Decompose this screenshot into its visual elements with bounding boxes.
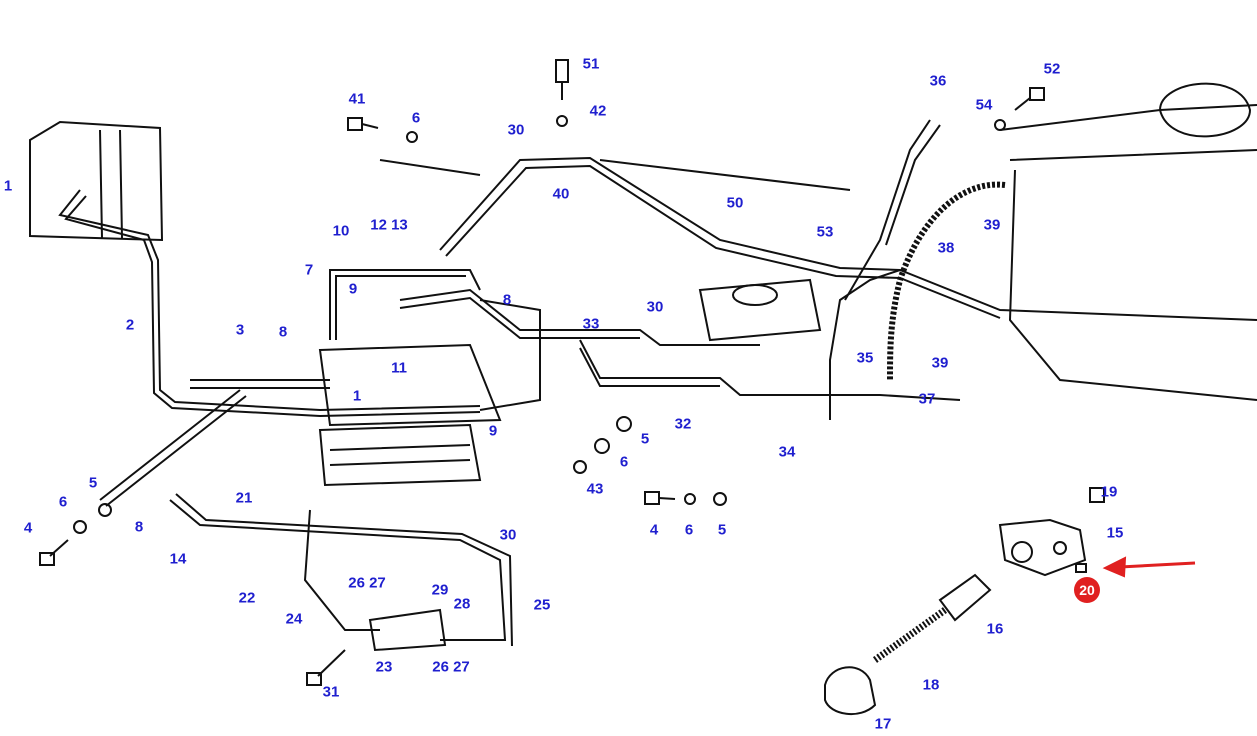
engine-outline bbox=[379, 82, 1257, 401]
bolts bbox=[39, 59, 1045, 686]
part-number-label[interactable]: 39 bbox=[983, 216, 1001, 234]
part-number-label[interactable]: 36 bbox=[929, 72, 947, 90]
part-number-label[interactable]: 54 bbox=[975, 96, 993, 114]
part-number-label[interactable]: 37 bbox=[918, 390, 936, 408]
part-number-label[interactable]: 34 bbox=[778, 443, 796, 461]
part-number-label[interactable]: 5 bbox=[88, 474, 98, 492]
part-number-label[interactable]: 1 bbox=[352, 387, 362, 405]
part-number-label[interactable]: 12 13 bbox=[370, 216, 408, 234]
part-number-label[interactable]: 18 bbox=[922, 676, 940, 694]
part-number-label[interactable]: 30 bbox=[646, 298, 664, 316]
part-number-label[interactable]: 8 bbox=[134, 518, 144, 536]
part-number-label[interactable]: 1 bbox=[3, 177, 13, 195]
pointer-arrow bbox=[1119, 561, 1196, 569]
pipe-2 bbox=[58, 189, 481, 418]
part-number-label[interactable]: 33 bbox=[582, 315, 600, 333]
part-number-label[interactable]: 30 bbox=[507, 121, 525, 139]
part-number-label[interactable]: 5 bbox=[717, 521, 727, 539]
part-number-label[interactable]: 4 bbox=[649, 521, 659, 539]
part-number-label[interactable]: 29 bbox=[431, 581, 449, 599]
part-number-label[interactable]: 31 bbox=[322, 683, 340, 701]
part-number-label[interactable]: 5 bbox=[640, 430, 650, 448]
part-number-label[interactable]: 23 bbox=[375, 658, 393, 676]
part-number-label[interactable]: 14 bbox=[169, 550, 187, 568]
part-number-label[interactable]: 22 bbox=[238, 589, 256, 607]
part-number-label[interactable]: 6 bbox=[58, 493, 68, 511]
part-number-label[interactable]: 24 bbox=[285, 610, 303, 628]
nuts-washers bbox=[73, 115, 1006, 534]
part-number-label[interactable]: 8 bbox=[502, 291, 512, 309]
pipe-network bbox=[99, 119, 1257, 647]
highlighted-part-callout[interactable]: 20 bbox=[1074, 577, 1100, 603]
part-number-label[interactable]: 15 bbox=[1106, 524, 1124, 542]
part-number-label[interactable]: 2 bbox=[125, 316, 135, 334]
part-number-label[interactable]: 10 bbox=[332, 222, 350, 240]
part-number-label[interactable]: 35 bbox=[856, 349, 874, 367]
part-number-label[interactable]: 40 bbox=[552, 185, 570, 203]
part-number-label[interactable]: 6 bbox=[684, 521, 694, 539]
part-number-label[interactable]: 41 bbox=[348, 90, 366, 108]
part-number-label[interactable]: 51 bbox=[582, 55, 600, 73]
part-number-label[interactable]: 39 bbox=[931, 354, 949, 372]
part-number-label[interactable]: 9 bbox=[348, 280, 358, 298]
part-number-label[interactable]: 42 bbox=[589, 102, 607, 120]
part-number-label[interactable]: 6 bbox=[619, 453, 629, 471]
part-number-label[interactable]: 3 bbox=[235, 321, 245, 339]
pointer-arrowhead bbox=[1102, 556, 1127, 578]
part-number-label[interactable]: 32 bbox=[674, 415, 692, 433]
tank-left bbox=[29, 120, 164, 242]
valve-block bbox=[318, 343, 502, 487]
part-number-label[interactable]: 43 bbox=[586, 480, 604, 498]
part-number-label[interactable]: 26 27 bbox=[348, 574, 386, 592]
part-number-label[interactable]: 16 bbox=[986, 620, 1004, 638]
part-number-label[interactable]: 38 bbox=[937, 239, 955, 257]
part-number-label[interactable]: 26 27 bbox=[432, 658, 470, 676]
part-number-label[interactable]: 50 bbox=[726, 194, 744, 212]
part-number-label[interactable]: 21 bbox=[235, 489, 253, 507]
part-number-label[interactable]: 6 bbox=[411, 109, 421, 127]
part-number-label[interactable]: 53 bbox=[816, 223, 834, 241]
part-number-label[interactable]: 4 bbox=[23, 519, 33, 537]
part-number-label[interactable]: 25 bbox=[533, 596, 551, 614]
part-number-label[interactable]: 30 bbox=[499, 526, 517, 544]
part-number-label[interactable]: 7 bbox=[304, 261, 314, 279]
part-number-label[interactable]: 52 bbox=[1043, 60, 1061, 78]
part-number-label[interactable]: 28 bbox=[453, 595, 471, 613]
part-number-label[interactable]: 9 bbox=[488, 422, 498, 440]
sequence-valve bbox=[368, 487, 1105, 716]
part-number-label[interactable]: 8 bbox=[278, 323, 288, 341]
part-number-label[interactable]: 17 bbox=[874, 715, 892, 733]
part-number-label[interactable]: 11 bbox=[391, 359, 407, 377]
part-number-label[interactable]: 19 bbox=[1100, 483, 1118, 501]
